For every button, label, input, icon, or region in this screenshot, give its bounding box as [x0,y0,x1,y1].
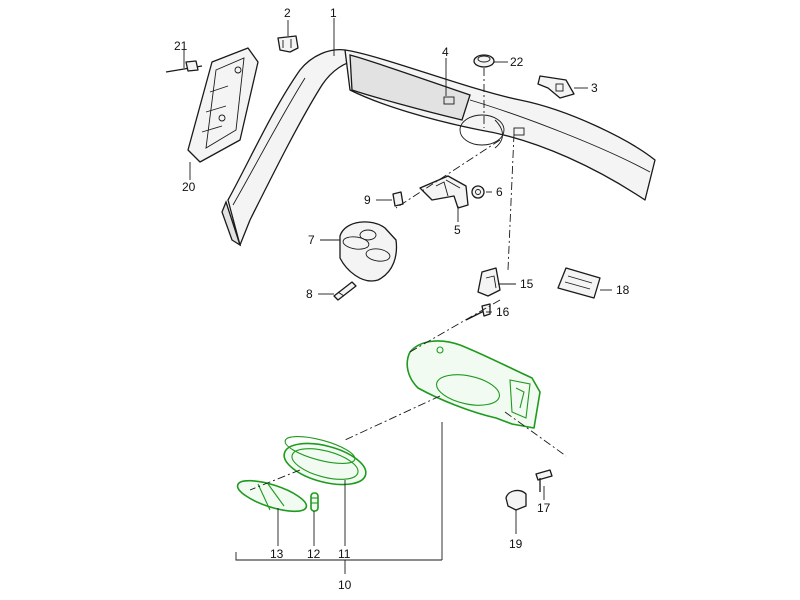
callout-16: 16 [496,305,510,319]
callout-6: 6 [496,185,503,199]
callout-21: 21 [174,39,188,53]
part-21-screw[interactable] [165,60,203,73]
leader-lines [183,18,612,574]
part-15-holder[interactable] [477,267,501,297]
part-19-knob[interactable] [505,489,527,511]
assembly-lines [249,68,567,491]
part-11-lens-frame[interactable] [280,431,370,492]
part-8-screw[interactable] [333,281,357,301]
callout-4: 4 [442,45,449,59]
part-20-trim-panel[interactable] [187,47,259,163]
callout-15: 15 [520,277,534,291]
callout-1: 1 [330,6,337,20]
callout-5: 5 [454,223,461,237]
callout-7: 7 [308,233,315,247]
callout-numbers: 2 1 4 22 3 21 20 6 5 9 7 8 15 16 18 17 1… [174,6,630,592]
part-2-clip[interactable] [277,35,299,53]
part-17-screw[interactable] [535,469,553,492]
part-22-grommet[interactable] [473,54,495,68]
callout-2: 2 [284,6,291,20]
callout-22: 22 [510,55,524,69]
part-5-bracket[interactable] [419,175,469,209]
part-3-hook[interactable] [537,75,575,99]
part-12-bulb[interactable] [310,492,319,512]
callout-18: 18 [616,283,630,297]
part-13-lens[interactable] [234,474,309,517]
callout-20: 20 [182,180,196,194]
callout-8: 8 [306,287,313,301]
callout-10: 10 [338,578,352,592]
callout-17: 17 [537,501,551,515]
callout-11: 11 [338,547,351,561]
part-4-roof-trim[interactable] [344,49,656,201]
callout-3: 3 [591,81,598,95]
part-18-pad[interactable] [557,267,601,299]
callout-9: 9 [364,193,371,207]
callout-19: 19 [509,537,523,551]
part-10-console-housing[interactable] [406,340,541,429]
part-6-nut[interactable] [471,185,485,199]
callout-13: 13 [270,547,284,561]
part-16-screw[interactable] [465,303,491,321]
part-9-block[interactable] [392,191,404,207]
callout-12: 12 [307,547,321,561]
part-7-lamp-housing[interactable] [339,221,398,282]
